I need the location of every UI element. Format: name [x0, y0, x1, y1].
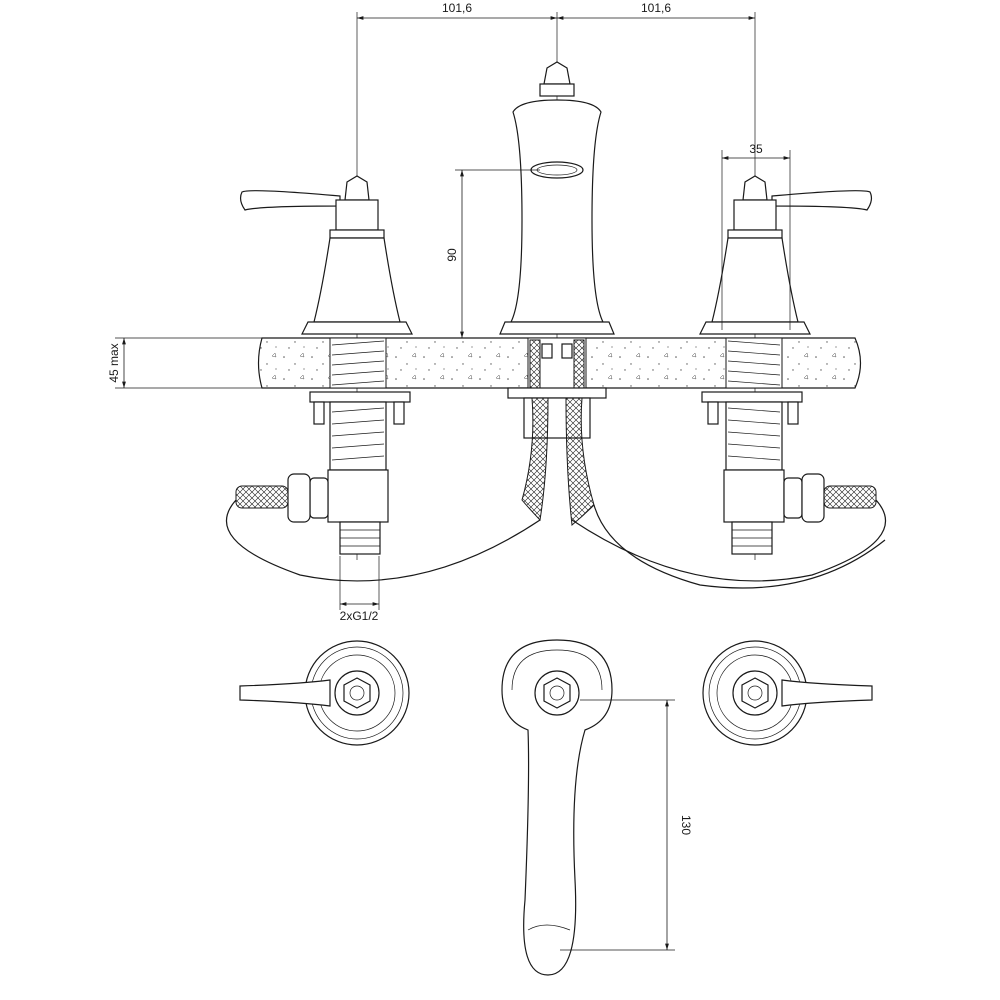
- dimension-counter-thickness-label: 45 max: [107, 343, 121, 382]
- dimension-connection: [339, 556, 380, 610]
- dimension-left-spacing: 101,6: [442, 1, 472, 15]
- dimension-spout-reach-label: 130: [679, 815, 693, 835]
- dimension-spout-height-label: 90: [445, 248, 459, 262]
- dimension-spout-height: [455, 169, 540, 338]
- top-view-right-valve: [702, 640, 873, 746]
- dimension-connection-label: 2xG1/2: [340, 609, 379, 623]
- dimension-right-spacing: 101,6: [641, 1, 671, 15]
- left-valve: [225, 175, 541, 582]
- dimension-handle-width: [721, 150, 791, 330]
- spout: [499, 61, 886, 589]
- dimension-spout-reach: [560, 699, 675, 951]
- top-view-spout: [501, 639, 613, 976]
- dimension-counter-thickness: [115, 337, 262, 389]
- right-valve: [571, 175, 887, 582]
- top-view-left-valve: [239, 640, 410, 746]
- dimension-handle-width-label: 35: [749, 142, 763, 156]
